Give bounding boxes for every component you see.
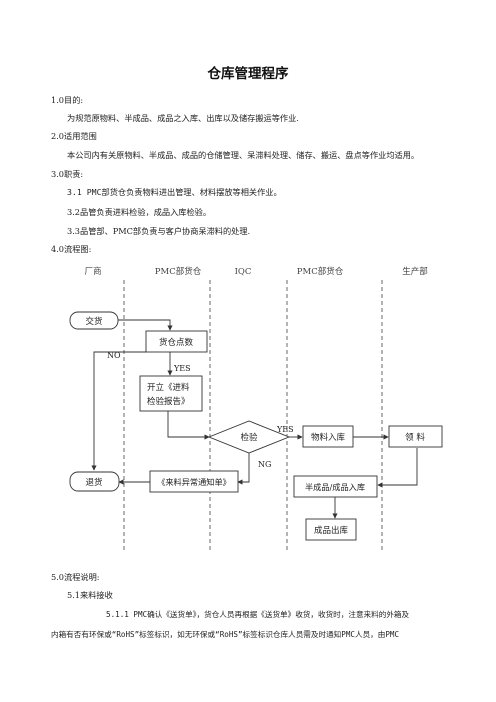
section-5-1: 5.1来料接收 <box>67 590 113 600</box>
page-title: 仓库管理程序 <box>207 66 289 82</box>
section-4-heading: 4.0流程图: <box>51 244 92 254</box>
label-yes-count: YES <box>173 364 191 373</box>
svg-text:半成品/成品入库: 半成品/成品入库 <box>305 482 365 492</box>
label-ng: NG <box>258 460 271 469</box>
lane-pmc-warehouse-2: PMC部货仓 <box>297 266 344 277</box>
section-1-heading: 1.0目的: <box>51 95 84 105</box>
section-2-heading: 2.0适用范围 <box>51 131 97 141</box>
node-semi: 半成品/成品入库 <box>293 475 378 498</box>
svg-text:物料入库: 物料入库 <box>311 432 346 443</box>
lane-iqc: IQC <box>235 267 252 277</box>
node-store: 物料入库 <box>302 425 354 448</box>
svg-text:货仓点数: 货仓点数 <box>159 337 194 348</box>
label-no: NO <box>107 351 121 360</box>
node-count: 货仓点数 <box>145 330 208 353</box>
section-1-body: 为规范原物料、半成品、成品之入库、出库以及储存搬运等作业. <box>67 113 299 123</box>
lane-separators <box>123 280 383 552</box>
svg-text:《来料异常通知单》: 《来料异常通知单》 <box>157 477 231 487</box>
svg-text:领 料: 领 料 <box>405 432 425 443</box>
node-return: 退货 <box>69 471 120 492</box>
node-report: 开立《进料 检验报告》 <box>139 375 203 412</box>
section-3-heading: 3.0职责: <box>51 169 84 179</box>
section-3-2: 3.2品管负责进料检验，成品入库检验。 <box>67 207 212 217</box>
section-2-body: 本公司内有关原物料、半成品、成品的仓储管理、呆滞料处理、储存、搬运、盘点等作业均… <box>67 150 420 160</box>
lane-production: 生产部 <box>402 266 428 277</box>
svg-text:成品出库: 成品出库 <box>314 525 349 536</box>
svg-text:开立《进料: 开立《进料 <box>147 382 190 393</box>
lane-pmc-warehouse-1: PMC部货仓 <box>155 266 202 277</box>
section-3-1: 3.1 PMC部货仓负责物料进出管理、材料摆放等相关作业。 <box>67 187 282 197</box>
node-delivery: 交货 <box>69 311 119 330</box>
node-pick: 领 料 <box>388 425 443 448</box>
node-out: 成品出库 <box>305 518 357 541</box>
section-3-3: 3.3品管部、PMC部负责与客户协商呆滞料的处理. <box>67 226 251 236</box>
section-5-heading: 5.0流程说明: <box>51 572 100 582</box>
node-inspect: 检验 <box>207 420 291 454</box>
svg-text:交货: 交货 <box>85 316 103 327</box>
svg-text:检验: 检验 <box>240 432 258 443</box>
lane-vendor: 厂商 <box>84 266 101 277</box>
section-5-1-1: 5.1.1 PMC确认《送货单》，货仓人员再根据《送货单》收货，收货时，注意来料… <box>106 610 410 619</box>
section-5-1-1-cont: 内箱有否有环保或“RoHS”标签标识，如无环保或“RoHS”标签标识仓库人员需及… <box>51 630 400 639</box>
connectors <box>91 319 418 519</box>
label-yes-inspect: YES <box>276 425 294 434</box>
svg-text:退货: 退货 <box>85 477 103 488</box>
svg-text:检验报告》: 检验报告》 <box>147 396 190 407</box>
node-abnormal: 《来料异常通知单》 <box>149 470 239 493</box>
